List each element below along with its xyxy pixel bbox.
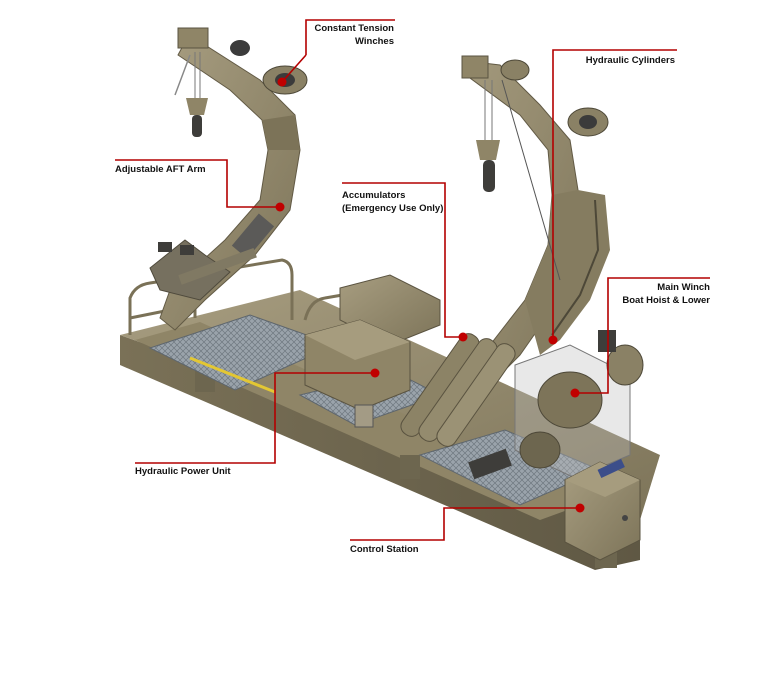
label-line: Main Winch: [657, 282, 710, 293]
label-control-station: Control Station: [350, 543, 419, 556]
callout-leaders: [115, 19, 710, 541]
label-hydraulic-power-unit: Hydraulic Power Unit: [135, 465, 231, 478]
label-line: Winches: [355, 36, 394, 47]
label-line: Accumulators: [342, 190, 406, 201]
right-winch-assembly: [461, 55, 609, 281]
leader-hydraulic-power-unit: [135, 372, 375, 464]
dot-accumulators: [458, 332, 468, 342]
label-main-winch: Main Winch Boat Hoist & Lower: [600, 281, 710, 307]
label-adjustable-aft-arm: Adjustable AFT Arm: [115, 163, 206, 176]
control-station-console: [564, 458, 641, 561]
leader-hydraulic-cylinders: [552, 49, 677, 340]
leader-main-winch: [575, 277, 710, 394]
dot-hydraulic-cylinders: [548, 335, 558, 345]
label-line: Hydraulic Power Unit: [135, 466, 231, 477]
leader-constant-tension-winches: [305, 19, 395, 55]
label-line: Control Station: [350, 544, 419, 555]
dot-adjustable-aft-arm: [275, 202, 285, 212]
label-line: Adjustable AFT Arm: [115, 164, 206, 175]
label-hydraulic-cylinders: Hydraulic Cylinders: [560, 54, 675, 67]
label-line: Constant Tension: [314, 23, 394, 34]
leader-control-station: [350, 507, 580, 541]
dot-constant-tension-winches: [277, 77, 287, 87]
accumulator-cylinders: [400, 333, 516, 447]
label-accumulators: Accumulators (Emergency Use Only): [342, 189, 443, 215]
label-line: Hydraulic Cylinders: [585, 55, 675, 66]
dot-main-winch: [570, 388, 580, 398]
hydraulic-power-unit-body: [304, 274, 441, 428]
label-line: (Emergency Use Only): [342, 203, 444, 214]
label-constant-tension-winches: Constant Tension Winches: [300, 22, 394, 48]
label-line: Boat Hoist & Lower: [622, 295, 710, 306]
left-davit-arm: [149, 41, 301, 331]
dot-hydraulic-power-unit: [370, 368, 380, 378]
leader-adjustable-aft-arm: [115, 159, 280, 208]
main-winch-cage: [514, 330, 644, 479]
dot-control-station: [575, 503, 585, 513]
callout-dots: [275, 77, 585, 513]
leader-accumulators: [342, 182, 463, 338]
